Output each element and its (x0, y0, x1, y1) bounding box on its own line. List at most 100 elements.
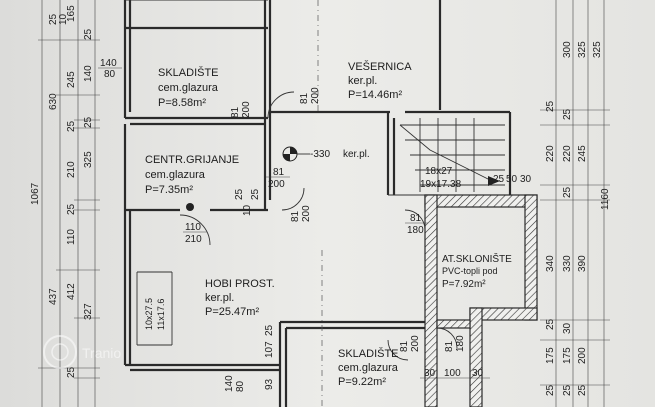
door-1-h: 80 (104, 69, 116, 80)
room-skladiste-2-floor: cem.glazura (338, 362, 399, 374)
stair-top: 18x27 (425, 166, 453, 177)
room-skladiste-1-area: P=8.58m² (158, 97, 206, 109)
dim-right-col1-2: 340 (545, 255, 556, 272)
dim-left-col3-6: 25 (66, 366, 77, 378)
dim-right-col4-0: 325 (592, 41, 603, 58)
room-hobi-area: P=25.47m² (205, 306, 259, 318)
right-dimension-lines (540, 0, 610, 407)
dim-sklon-2: 30 (520, 174, 532, 185)
left-dimension-lines (38, 0, 100, 407)
door-7-h: 180 (407, 225, 424, 236)
dim-sklad2-2: 93 (264, 378, 275, 390)
right-dimension-values: 25 220 340 25 175 25 300 25 220 25 330 3… (545, 41, 611, 396)
dim-right-col4-1: 1160 (600, 188, 611, 210)
dim-left-col2-0: 630 (48, 93, 59, 110)
door-swings (179, 91, 458, 361)
room-labels: SKLADIŠTE cem.glazura P=8.58m² VEŠERNICA… (144, 60, 512, 388)
dim-right-col2-4: 330 (562, 255, 573, 272)
room-skladiste-1-floor: cem.glazura (158, 82, 219, 94)
dim-left-col3-4: 110 (66, 229, 77, 245)
dim-right-col2-0: 300 (562, 41, 573, 58)
door-8-h: 180 (455, 335, 466, 352)
walls (123, 0, 512, 407)
dim-right-col1-3: 25 (545, 318, 556, 330)
dim-left-col4-0: 25 (83, 28, 94, 40)
door-10-w: 140 (224, 375, 235, 392)
dim-left-col4-1: 140 (83, 65, 94, 82)
door-5-h: 200 (301, 205, 312, 222)
door-9-w: 81 (399, 340, 410, 352)
door-3-h: 200 (310, 87, 321, 104)
misc-dimension-values: 25 50 30 25 10 25 30 100 30 25 107 93 (234, 174, 532, 390)
door-5-w: 81 (290, 210, 301, 222)
room-vesernica-floor: ker.pl. (348, 75, 377, 87)
stair2-a: 10x27.5 (144, 298, 154, 330)
room-centr-floor: cem.glazura (145, 169, 206, 181)
main-staircase (399, 118, 505, 192)
dim-left-top-2: 165 (66, 5, 77, 22)
room-sklonista-name: AT.SKLONIŠTE (442, 252, 512, 265)
dim-left-col3-1: 25 (66, 120, 77, 132)
left-dimension-values: 1067 630 437 245 25 210 25 110 412 25 25… (30, 5, 94, 378)
dim-right-col1-5: 25 (545, 384, 556, 396)
dim-sklon-0: 25 (493, 174, 505, 185)
dim-left-col4-2: 25 (83, 116, 94, 128)
dim-left-col3-5: 412 (66, 283, 77, 300)
room-sklonista-floor: PVC-topli pod (442, 266, 498, 276)
dim-right-col3-1: 245 (577, 145, 588, 162)
dim-sklad2-1: 107 (264, 341, 275, 358)
door-6-h: 210 (185, 234, 202, 245)
door-6-w: 110 (185, 222, 201, 233)
room-hobi-floor: ker.pl. (205, 292, 234, 304)
room-skladiste-2-area: P=9.22m² (338, 376, 386, 388)
room-skladiste-1-name: SKLADIŠTE (158, 66, 219, 79)
door-labels: 140 80 81 200 81 200 81 200 81 200 110 2… (98, 58, 466, 392)
dim-left-top-0: 25 (48, 13, 59, 25)
room-centr-name: CENTR.GRIJANJE (145, 154, 239, 166)
watermark-text: Tranio (82, 345, 121, 361)
dim-sklad2-0: 25 (264, 324, 275, 336)
dim-wall-0: 25 (234, 188, 245, 200)
dim-left-top-1: 10 (58, 13, 69, 25)
dim-left-col3-2: 210 (66, 161, 77, 178)
level-marker (282, 146, 310, 162)
dim-left-outer: 1067 (30, 182, 41, 205)
door-3-w: 81 (299, 92, 310, 104)
dim-right-col2-7: 25 (562, 384, 573, 396)
corridor-floor: ker.pl. (343, 149, 370, 160)
dim-left-col4-3: 325 (83, 151, 94, 168)
dim-bottom-2: 30 (472, 368, 484, 379)
level-value: -330 (310, 149, 330, 160)
dim-right-col3-2: 390 (577, 255, 588, 272)
room-skladiste-2-name: SKLADIŠTE (338, 347, 399, 360)
door-4-h: 200 (268, 179, 285, 190)
watermark: Tranio (43, 335, 121, 369)
axis-lines (317, 0, 323, 407)
dim-wall-2: 25 (250, 188, 261, 200)
dim-left-col2-1: 437 (48, 288, 59, 305)
door-2-w: 81 (230, 106, 241, 118)
dim-right-col2-3: 25 (562, 186, 573, 198)
dim-right-col2-2: 220 (562, 145, 573, 162)
dim-bottom-1: 100 (444, 368, 461, 379)
column-marker (186, 203, 194, 211)
dim-right-col1-1: 220 (545, 145, 556, 162)
dim-right-col1-4: 175 (545, 347, 556, 364)
room-vesernica-area: P=14.46m² (348, 89, 402, 101)
dim-left-col3-3: 25 (66, 203, 77, 215)
door-2-h: 200 (241, 101, 252, 118)
dim-right-col3-4: 25 (577, 384, 588, 396)
dim-left-col4-4: 327 (83, 303, 94, 320)
dim-right-col3-0: 325 (577, 41, 588, 58)
dim-bottom-0: 30 (424, 368, 436, 379)
room-centr-area: P=7.35m² (145, 184, 193, 196)
room-vesernica-name: VEŠERNICA (348, 60, 412, 73)
dim-wall-1: 10 (242, 204, 253, 216)
room-hobi-name: HOBI PROST. (205, 278, 275, 290)
dim-right-col2-6: 175 (562, 347, 573, 364)
dim-left-col3-0: 245 (66, 71, 77, 88)
door-4-w: 81 (273, 167, 285, 178)
dim-right-col2-1: 25 (562, 108, 573, 120)
door-9-h: 200 (410, 335, 421, 352)
door-10-h: 80 (235, 380, 246, 392)
